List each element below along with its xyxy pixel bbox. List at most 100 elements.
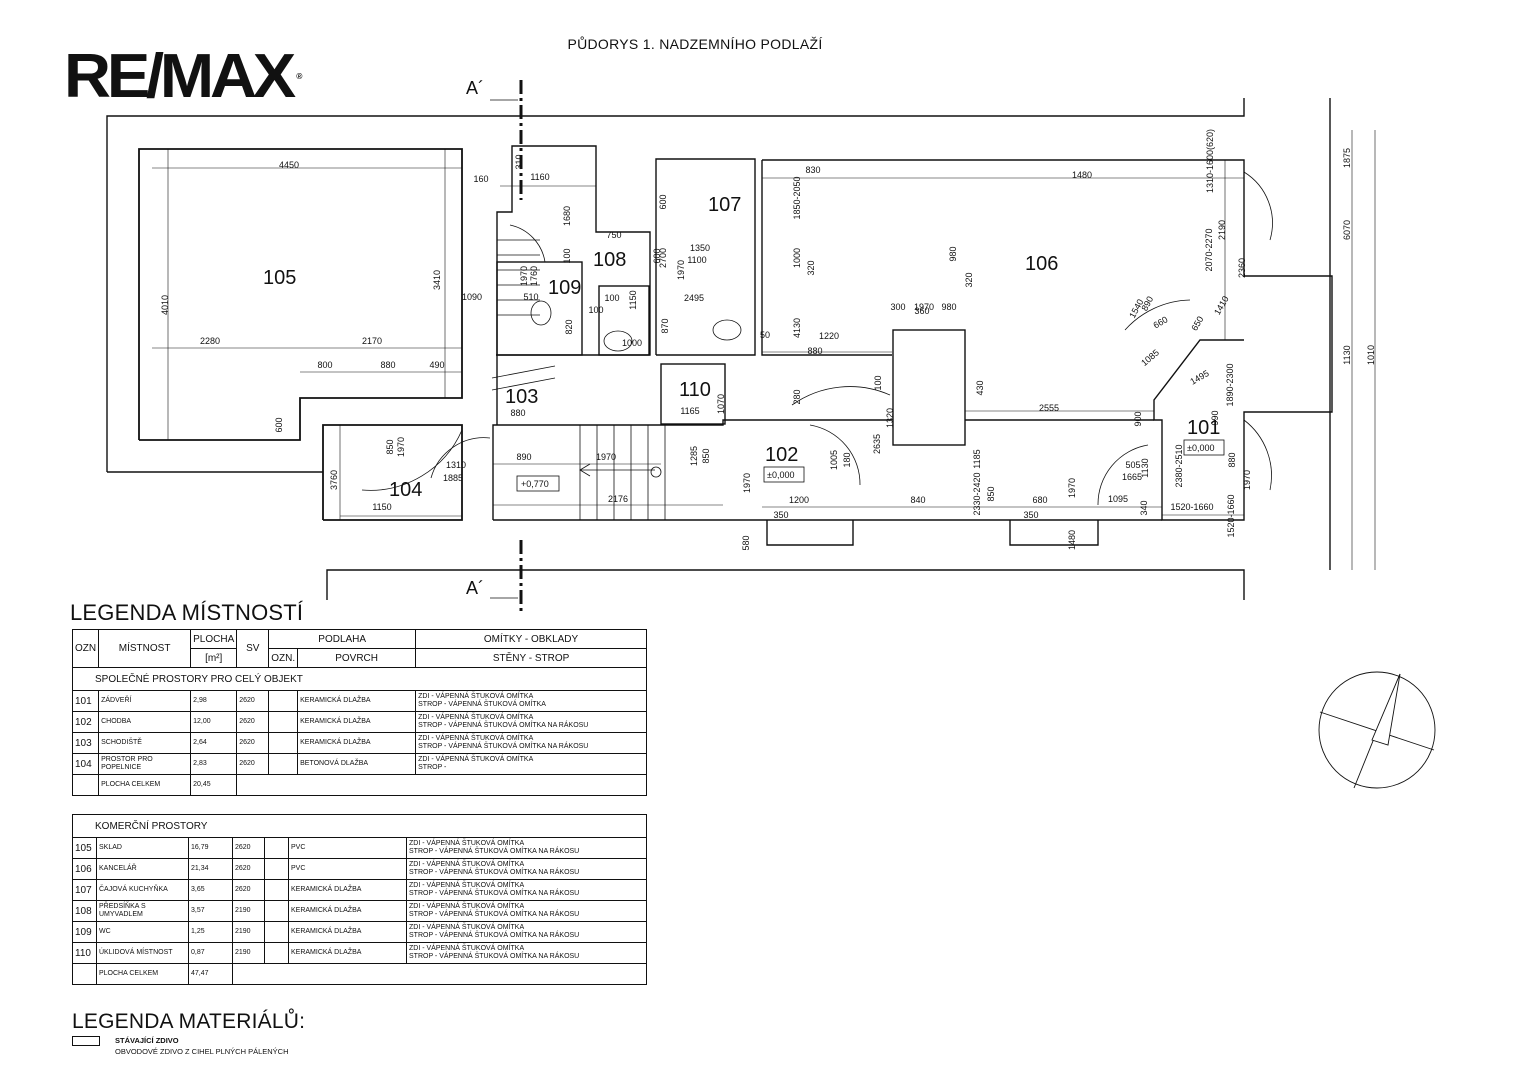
floor-code bbox=[264, 879, 289, 901]
room-name: SCHODIŠTĚ bbox=[98, 732, 192, 754]
room-label: 110 bbox=[679, 379, 711, 401]
room-code: 102 bbox=[71, 711, 100, 733]
ceiling-finish: STROP - VÁPENNÁ ŠTUKOVÁ OMÍTKA NA RÁKOSU bbox=[418, 743, 589, 750]
dimension-label: 2190 bbox=[1217, 220, 1227, 240]
room-label: 101 bbox=[1187, 417, 1220, 439]
room-height: 2190 bbox=[232, 942, 265, 964]
room-legend-title: LEGENDA MÍSTNOSTÍ bbox=[70, 600, 304, 625]
dimension-label: 1970 bbox=[742, 473, 752, 493]
remax-logo: RE/MAX® bbox=[64, 46, 302, 108]
room-height: 2620 bbox=[236, 753, 270, 775]
dimension-label: 4010 bbox=[160, 295, 170, 315]
wall-finish: ZDI - VÁPENNÁ ŠTUKOVÁ OMÍTKA bbox=[418, 756, 534, 763]
dimension-label: 1005 bbox=[829, 450, 839, 470]
dimension-label: 2495 bbox=[684, 293, 704, 303]
dimension-label: 50 bbox=[760, 330, 770, 340]
ceiling-finish: STROP - VÁPENNÁ ŠTUKOVÁ OMÍTKA NA RÁKOSU bbox=[409, 953, 580, 960]
room-label: 104 bbox=[389, 479, 422, 501]
room-area: 16,79 bbox=[188, 837, 233, 859]
header-omitky: OMÍTKY - OBKLADY bbox=[415, 629, 647, 649]
header-podlaha: PODLAHA bbox=[268, 629, 417, 649]
level-label: ±0,000 bbox=[767, 470, 794, 480]
header-mistnost: MÍSTNOST bbox=[98, 629, 192, 668]
dimension-label: 880 bbox=[1227, 452, 1237, 467]
floor-surface: KERAMICKÁ DLAŽBA bbox=[297, 690, 417, 712]
dimension-label: 1150 bbox=[628, 290, 638, 309]
room-code: 109 bbox=[72, 921, 97, 943]
floor-surface: PVC bbox=[288, 858, 407, 880]
north-arrow-icon bbox=[1318, 671, 1436, 789]
dimension-label: 1970 bbox=[1242, 470, 1252, 490]
dimension-label: 1200 bbox=[789, 495, 809, 505]
dimension-label: 900 bbox=[1133, 411, 1143, 426]
dimension-label: 1520-1660 bbox=[1170, 502, 1213, 512]
dimension-label: 1010 bbox=[1366, 345, 1376, 365]
dimension-label: 360 bbox=[914, 306, 929, 316]
dimension-label: 100 bbox=[604, 293, 619, 303]
level-label: +0,770 bbox=[521, 479, 549, 489]
dimension-label: 505 bbox=[1125, 460, 1140, 470]
dimension-label: 100 bbox=[588, 305, 603, 315]
dimension-label: 1665 bbox=[1122, 472, 1142, 482]
dimension-label: 1350 bbox=[690, 243, 710, 253]
dimension-label: 870 bbox=[660, 318, 670, 333]
room-code: 108 bbox=[72, 900, 97, 922]
dimension-label: 1220 bbox=[819, 331, 839, 341]
dimension-label: 1130 bbox=[1140, 458, 1150, 477]
floor-surface: BETONOVÁ DLAŽBA bbox=[297, 753, 417, 775]
room-name: SKLAD bbox=[96, 837, 189, 859]
section-mark: A´ bbox=[466, 78, 484, 98]
dimension-label: 1875 bbox=[1342, 148, 1352, 168]
room-legend-table-common: OZN MÍSTNOST PLOCHA SV PODLAHA OMÍTKY - … bbox=[71, 629, 647, 796]
dimension-label: 1185 bbox=[972, 449, 982, 468]
dimension-label: 350 bbox=[773, 510, 788, 520]
room-height: 2620 bbox=[236, 711, 270, 733]
dimension-label: 680 bbox=[1032, 495, 1047, 505]
room-code: 110 bbox=[72, 942, 97, 964]
dimension-label: 1150 bbox=[372, 502, 391, 512]
dimension-label: 3410 bbox=[432, 270, 442, 290]
dimension-label: 1100 bbox=[687, 255, 706, 265]
ceiling-finish: STROP - VÁPENNÁ ŠTUKOVÁ OMÍTKA NA RÁKOSU bbox=[409, 848, 580, 855]
dimension-label: 3760 bbox=[329, 470, 339, 490]
dimension-label: 1130 bbox=[1342, 345, 1352, 364]
dimension-label: 1070 bbox=[716, 394, 726, 414]
header-omitky-sub: STĚNY - STROP bbox=[415, 648, 647, 668]
room-name: CHODBA bbox=[98, 711, 192, 733]
floor-code bbox=[264, 942, 289, 964]
room-labels: 105 107 108 109 106 103 110 102 101 104 bbox=[263, 194, 1220, 501]
room-area: 3,57 bbox=[188, 900, 233, 922]
room-name: ČAJOVÁ KUCHYŇKA bbox=[96, 879, 189, 901]
dimension-label: 850 bbox=[385, 439, 395, 454]
dimension-label: 1970 bbox=[396, 437, 406, 457]
dimension-label: 1495 bbox=[1188, 368, 1210, 387]
level-labels: +0,770 ±0,000 ±0,000 bbox=[521, 443, 1214, 489]
header-plocha-unit: [m²] bbox=[190, 648, 238, 668]
floor-code bbox=[264, 921, 289, 943]
dimension-label: 280 bbox=[792, 389, 802, 404]
wall-finish: ZDI - VÁPENNÁ ŠTUKOVÁ OMÍTKA bbox=[409, 924, 525, 931]
dimension-label: 340 bbox=[1139, 500, 1149, 515]
dimension-label: 840 bbox=[910, 495, 925, 505]
dimension-label: 4450 bbox=[279, 160, 299, 170]
ceiling-finish: STROP - VÁPENNÁ ŠTUKOVÁ OMÍTKA bbox=[418, 701, 546, 708]
room-height: 2190 bbox=[232, 921, 265, 943]
header-plocha: PLOCHA bbox=[190, 629, 238, 649]
dimension-label: 580 bbox=[741, 535, 751, 550]
floor-surface: KERAMICKÁ DLAŽBA bbox=[297, 711, 417, 733]
dimension-label: 990 bbox=[1210, 410, 1220, 425]
wall-finish: ZDI - VÁPENNÁ ŠTUKOVÁ OMÍTKA bbox=[418, 735, 534, 742]
dimension-label: 1480 bbox=[1067, 530, 1077, 550]
floor-code bbox=[268, 690, 299, 712]
dimension-label: 2176 bbox=[608, 494, 628, 504]
dimension-label: 890 bbox=[1139, 295, 1155, 313]
header-sv: SV bbox=[236, 629, 270, 668]
